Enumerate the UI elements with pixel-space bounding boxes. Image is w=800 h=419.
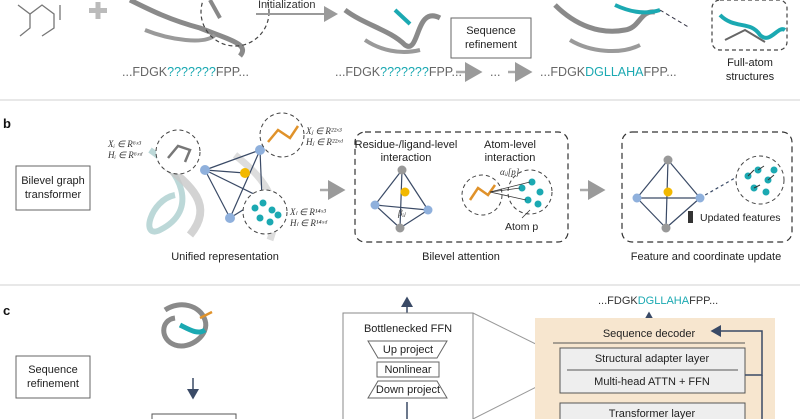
ffn-title: Bottlenecked FFN [364,323,452,335]
math-x1: Xᵢ ∈ R⁶ˣ³ [107,139,141,149]
output-sequence: ...FDGKDGLLAHAFPP... [598,295,718,307]
zoom-helix-icon [718,13,787,40]
initialization-label: Initialization [258,0,315,11]
sequence-refinement-box-c [15,355,91,399]
protein-structure-4 [161,302,213,349]
loop-arrow [710,325,763,376]
zoom-sidechain-icon [724,28,766,43]
caption-unified: Unified representation [171,251,279,263]
ellipsis: ... [490,65,500,79]
alpha-label: αᵢⱼ[p] [500,167,520,177]
seqref-c-line1: Sequence [28,364,78,376]
panel-c: c Sequence refinement Bottlenecked FFN U… [3,295,775,419]
up-project-label: Up project [383,344,433,356]
sequence-decoder-label: Sequence decoder [603,328,696,340]
atom-title-line2: interaction [485,152,536,164]
transformer-block [559,402,746,419]
updated-atoms-graphic [735,155,785,205]
bilevel-graph-box [15,165,91,211]
residue-title-line1: Residue-/ligand-level [355,139,458,151]
caption-update: Feature and coordinate update [631,251,781,263]
plus-icon [89,2,107,19]
transformer-label: Transformer layer [609,408,696,419]
refinement-box-line2: refinement [465,39,517,51]
atom-level-graphic [461,169,553,219]
sequence-intermediate: ...FDGK???????FPP... [335,65,462,79]
protein-structure-2 [343,7,442,54]
panel-b: b Bilevel graph transformer [3,112,793,263]
panel-letter-c: c [3,303,10,318]
bilevel-box-line1: Bilevel graph [21,175,85,187]
math-x2: Xⱼ ∈ R²²ˣ³ [305,126,342,136]
beta-label: βᵢⱼ [397,208,407,218]
update-graph [632,155,736,233]
up-project-shape [367,340,448,359]
sequence-refinement-box [450,17,532,59]
updated-features-label: Updated features [700,212,781,224]
math-h2: Hⱼ ∈ R²²ˣᵈ [305,137,344,147]
cropped-box-c [151,413,237,419]
nonlinear-label: Nonlinear [384,364,431,376]
residue-title-line2: interaction [381,152,432,164]
feature-bar-icon [688,211,693,223]
protein-structure-3 [553,3,691,53]
residue-level-graph [370,165,433,233]
seqref-c-line2: refinement [27,378,79,390]
full-atom-label-line1: Full-atom [727,57,773,69]
math-h3: Hₗ ∈ R¹⁴ˣᵈ [289,218,328,228]
math-x3: Xₗ ∈ R¹⁴ˣ³ [289,207,326,217]
panel-a: Initialization ...FDGK???????FPP... ...F… [17,0,788,83]
refinement-box-line1: Sequence [466,25,516,37]
full-atom-label-line2: structures [726,71,775,83]
ligand-molecule-icon [17,4,61,37]
mha-label: Multi-head ATTN + FFN [594,376,710,388]
nonlinear-box [376,361,440,378]
sequence-initial: ...FDGK???????FPP... [122,65,249,79]
caption-bilevel: Bilevel attention [422,251,500,263]
adapter-label: Structural adapter layer [595,353,710,365]
panel-letter-b: b [3,116,11,131]
atom-p-label: Atom p [505,221,538,233]
bilevel-box-line2: transformer [25,189,82,201]
bilevel-attention-box [354,131,569,243]
unified-representation-graphic [146,112,305,242]
protein-structure-1 [128,0,270,58]
down-project-shape [367,380,448,399]
atom-title-line1: Atom-level [484,139,536,151]
down-project-label: Down project [376,384,440,396]
sequence-final: ...FDGKDGLLAHAFPP... [540,65,677,79]
math-h1: Hᵢ ∈ R⁶ˣᵈ [107,150,143,160]
